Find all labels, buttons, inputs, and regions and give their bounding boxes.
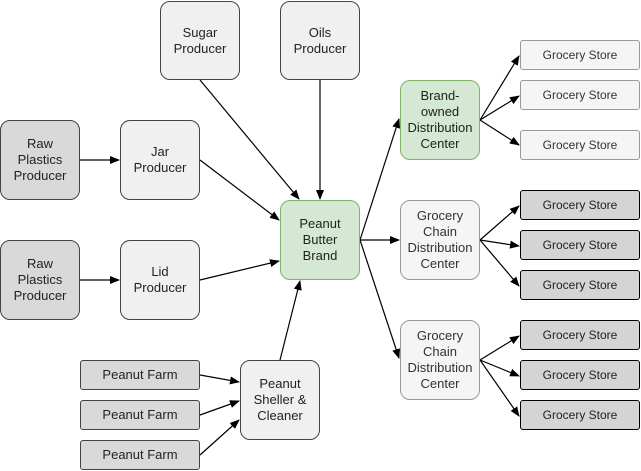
node-oils-producer: Oils Producer xyxy=(280,1,360,80)
node-grocery-store-7: Grocery Store xyxy=(520,320,640,350)
node-grocery-chain-distribution-center-2: Grocery Chain Distribution Center xyxy=(400,320,480,400)
node-raw-plastics-producer-2: Raw Plastics Producer xyxy=(0,240,80,320)
arrow-dcbrand-to-store1 xyxy=(479,55,520,121)
arrow-brand-to-dc-brand xyxy=(359,118,401,241)
node-peanut-farm-1: Peanut Farm xyxy=(80,360,200,390)
node-grocery-store-3: Grocery Store xyxy=(520,130,640,160)
node-grocery-store-8: Grocery Store xyxy=(520,360,640,390)
arrow-dcbrand-to-store2 xyxy=(479,95,520,121)
arrow-dcbrand-to-store3 xyxy=(479,119,520,146)
arrow-brand-to-dc-chain2 xyxy=(359,239,400,359)
arrow-dcchain2-to-store8 xyxy=(479,359,520,377)
arrow-dcchain1-to-store6 xyxy=(479,239,520,287)
node-grocery-chain-distribution-center-1: Grocery Chain Distribution Center xyxy=(400,200,480,280)
node-grocery-store-1: Grocery Store xyxy=(520,40,640,70)
node-sugar-producer: Sugar Producer xyxy=(160,1,240,80)
node-grocery-store-6: Grocery Store xyxy=(520,270,640,300)
node-peanut-farm-3: Peanut Farm xyxy=(80,440,200,470)
arrow-dcchain2-to-store9 xyxy=(479,359,520,417)
arrow-jar-to-brand xyxy=(199,159,280,221)
arrow-farm1-to-sheller xyxy=(199,374,240,385)
arrow-lid-to-brand xyxy=(199,259,280,281)
arrow-farm2-to-sheller xyxy=(199,400,240,416)
arrow-farm3-to-sheller xyxy=(199,419,240,456)
node-peanut-farm-2: Peanut Farm xyxy=(80,400,200,430)
node-grocery-store-4: Grocery Store xyxy=(520,190,640,220)
node-grocery-store-9: Grocery Store xyxy=(520,400,640,430)
node-grocery-store-2: Grocery Store xyxy=(520,80,640,110)
node-grocery-store-5: Grocery Store xyxy=(520,230,640,260)
arrow-sugar-to-brand xyxy=(199,79,300,200)
arrow-dcchain2-to-store7 xyxy=(479,335,520,361)
node-raw-plastics-producer-1: Raw Plastics Producer xyxy=(0,120,80,200)
node-peanut-butter-brand: Peanut Butter Brand xyxy=(280,200,360,280)
node-jar-producer: Jar Producer xyxy=(120,120,200,200)
arrow-dcchain1-to-store4 xyxy=(479,205,520,241)
node-lid-producer: Lid Producer xyxy=(120,240,200,320)
node-peanut-sheller-cleaner: Peanut Sheller & Cleaner xyxy=(240,360,320,440)
node-brand-owned-distribution-center: Brand- owned Distribution Center xyxy=(400,80,480,160)
arrow-dcchain1-to-store5 xyxy=(479,239,520,249)
arrow-sheller-to-brand xyxy=(279,280,302,361)
